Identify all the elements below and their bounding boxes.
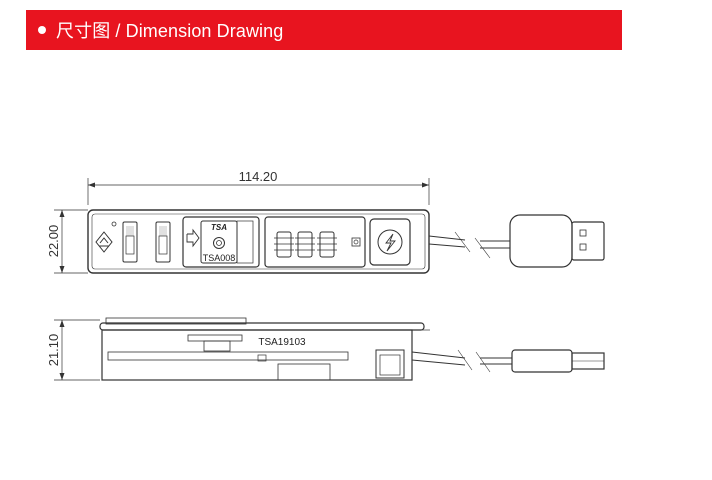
side-view (54, 317, 605, 381)
diamond-arrow-icon (95, 231, 113, 253)
height-top-label: 22.00 (46, 225, 61, 258)
tsa-key-panel (182, 216, 260, 268)
height-dimension-side (54, 319, 100, 381)
lock-body-top (87, 209, 430, 274)
width-dimension (87, 178, 430, 205)
section-header: 尺寸图 / Dimension Drawing (26, 10, 622, 50)
bullet-icon (38, 26, 46, 34)
tsa-logo-text: TSA (211, 223, 227, 232)
slider-switch-2 (155, 221, 171, 263)
slider-switch-1 (122, 221, 138, 263)
section-title: 尺寸图 / Dimension Drawing (56, 21, 284, 41)
side-model-label: TSA19103 (258, 337, 306, 348)
usb-cable-top (428, 214, 605, 268)
combination-dials (264, 216, 366, 268)
lock-model-label: TSA008 (203, 253, 236, 263)
top-view (54, 178, 605, 274)
charge-button (369, 218, 411, 266)
width-dimension-label: 114.20 (239, 169, 278, 184)
usb-cable-side (411, 349, 605, 373)
height-dimension-top (54, 209, 88, 274)
lightning-bolt-icon (385, 233, 396, 252)
height-side-label: 21.10 (46, 334, 61, 367)
